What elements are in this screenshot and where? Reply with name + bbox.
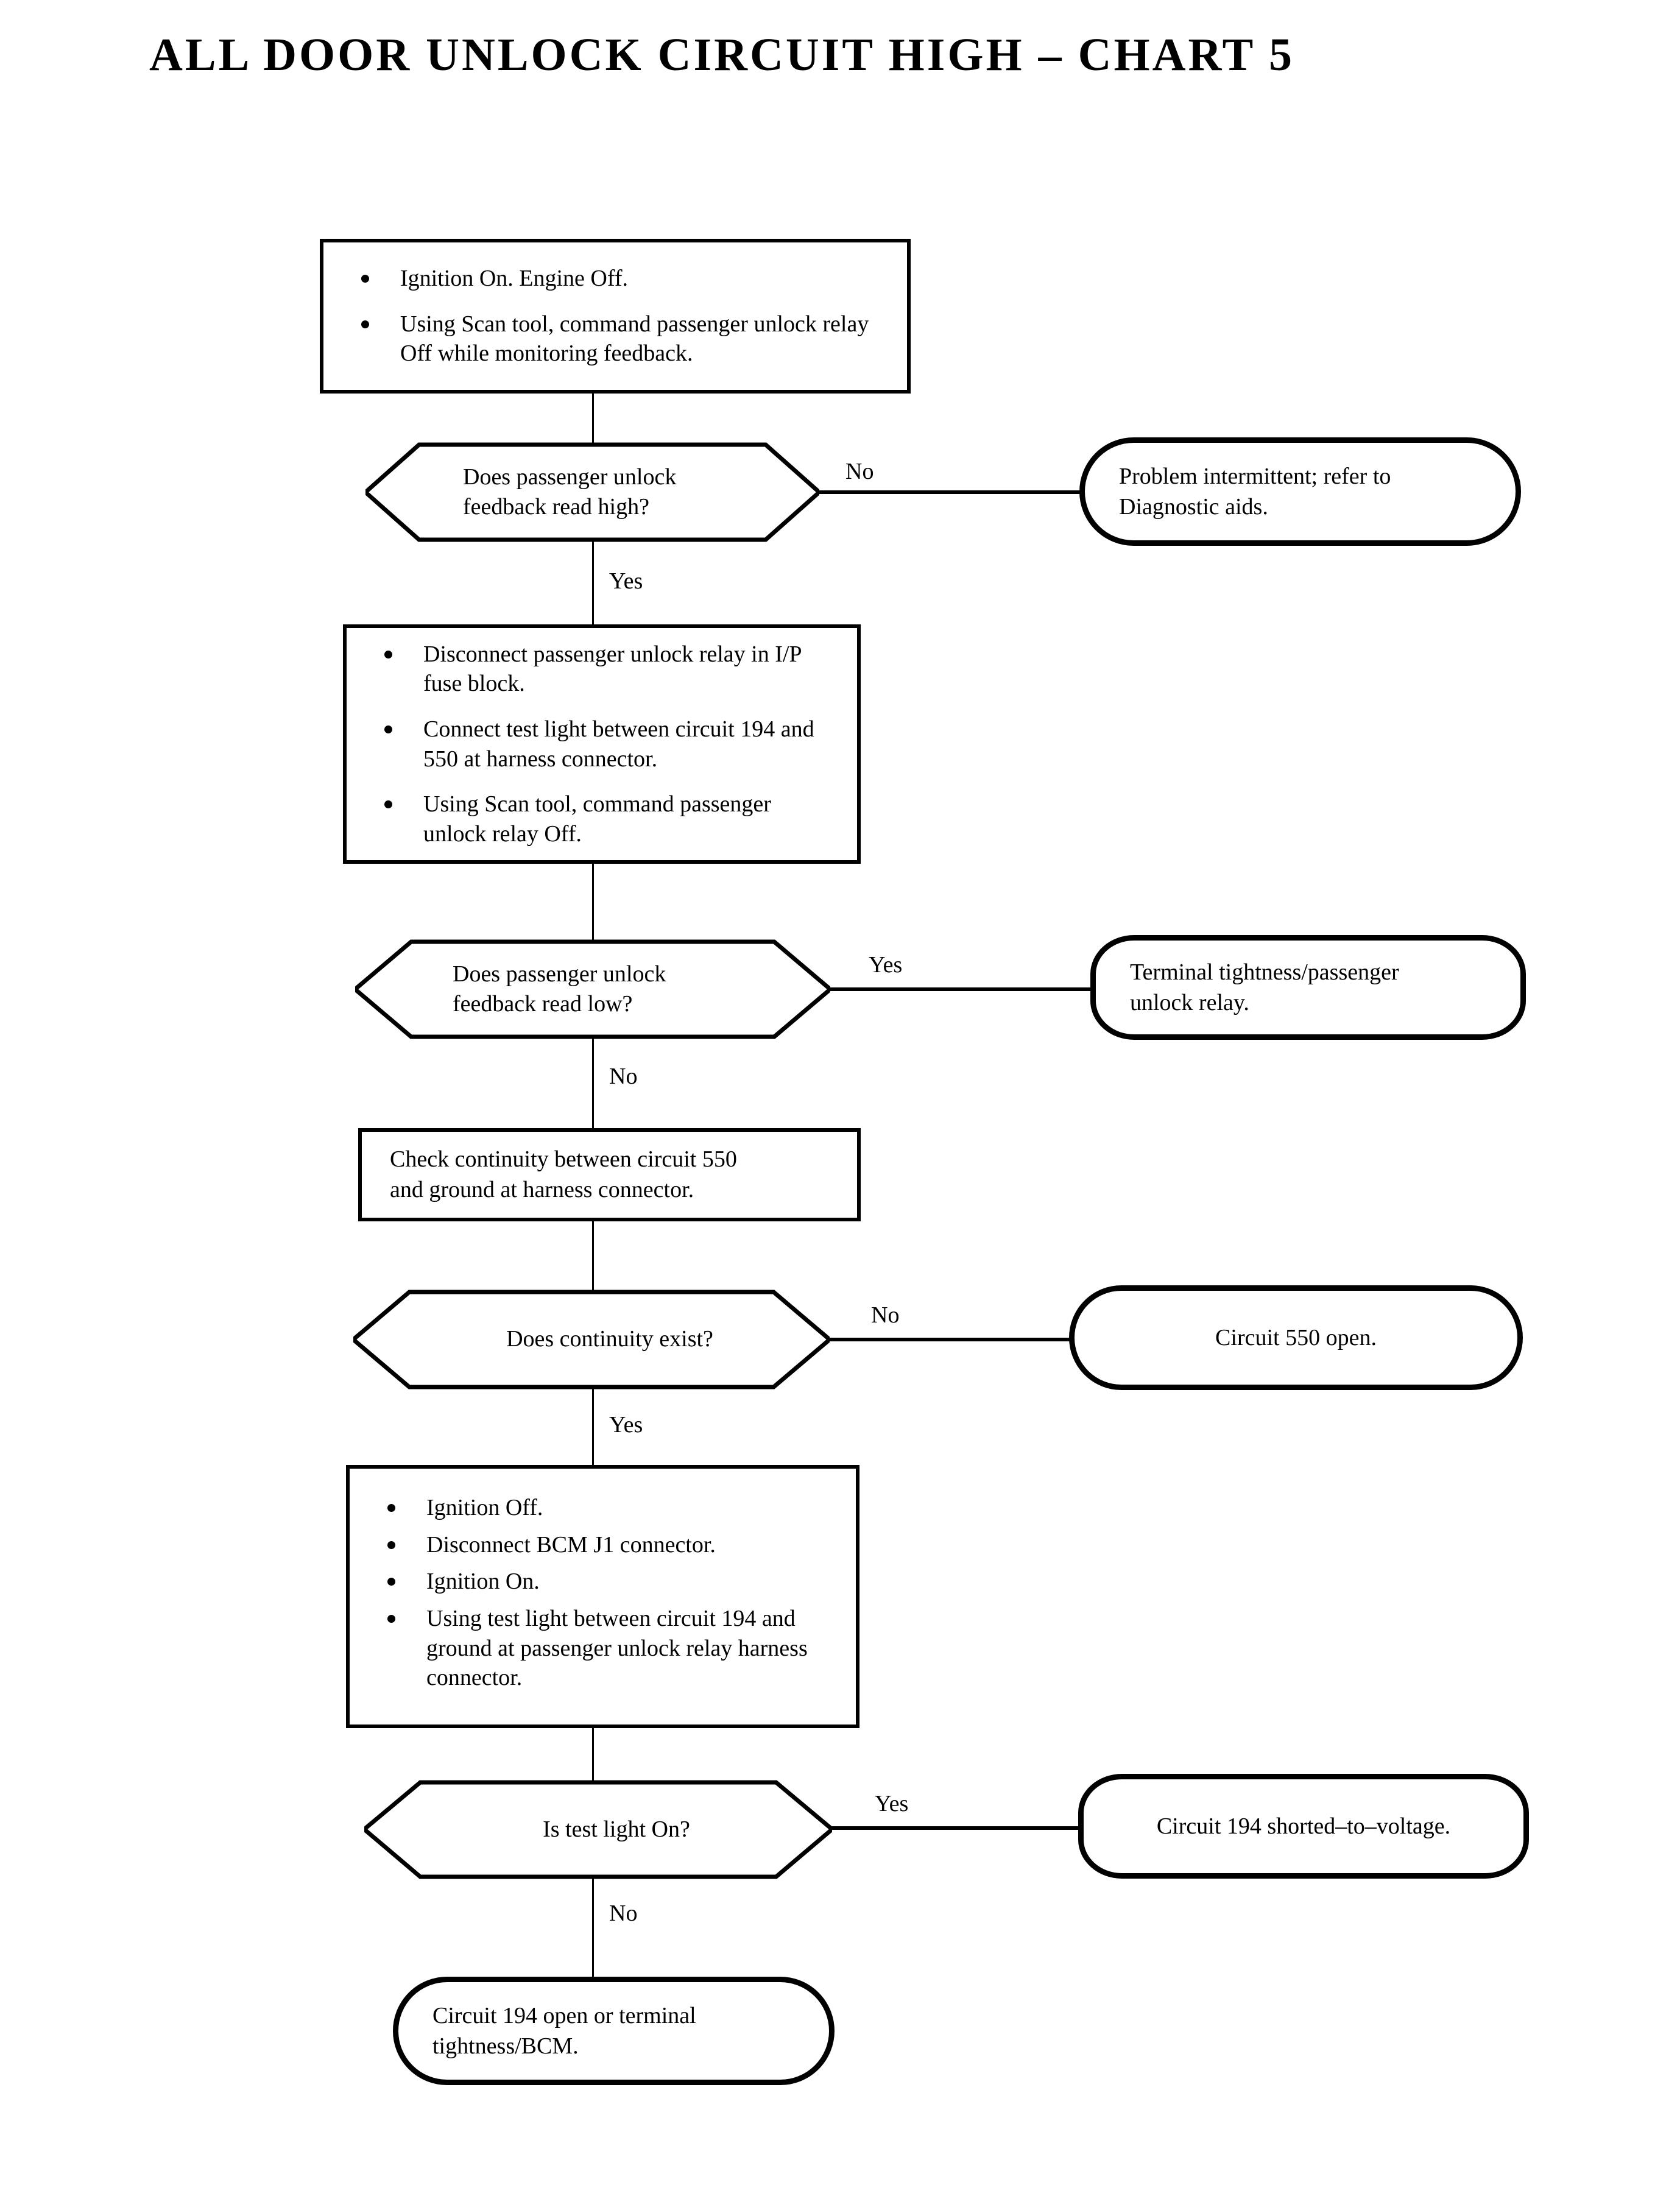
terminal2-line1: Terminal tightness/passenger: [1130, 959, 1399, 985]
edge-label-no-4: No: [609, 1901, 638, 1926]
edge-label-yes-3: Yes: [609, 1412, 643, 1438]
terminal2-line2: unlock relay.: [1130, 990, 1249, 1015]
terminal-terminal-tightness: Terminal tightness/passenger unlock rela…: [1090, 935, 1526, 1040]
connector-step4-to-decision4: [592, 1728, 594, 1802]
terminal-circuit-194-shorted: Circuit 194 shorted–to–voltage.: [1078, 1774, 1529, 1879]
terminal1-line1: Problem intermittent; refer to: [1119, 463, 1391, 489]
decision1-text: Does passenger unlock feedback read high…: [365, 442, 819, 542]
connector-decision1-no: [818, 490, 1080, 494]
terminal3-line1: Circuit 550 open.: [1215, 1324, 1377, 1350]
connector-decision2-no: [592, 1038, 594, 1129]
step4-bullet-list: Ignition Off. Disconnect BCM J1 connecto…: [350, 1493, 856, 1700]
step2-bullet-list: Disconnect passenger unlock relay in I/P…: [347, 640, 857, 849]
edge-label-yes-2: Yes: [869, 952, 903, 978]
list-item: Using Scan tool, command passenger unloc…: [376, 789, 833, 849]
decision4-line1: Is test light On?: [543, 1816, 690, 1842]
connector-step3-to-decision3: [592, 1221, 594, 1291]
connector-step1-to-decision1: [592, 394, 594, 443]
connector-step2-to-decision2: [592, 864, 594, 941]
list-item: Disconnect passenger unlock relay in I/P…: [376, 640, 833, 699]
list-item: Ignition On.: [379, 1567, 831, 1597]
connector-decision3-yes: [592, 1389, 594, 1477]
connector-decision4-yes: [831, 1826, 1079, 1830]
edge-label-yes-4: Yes: [875, 1791, 909, 1816]
hexagon-shape-icon: [365, 442, 819, 542]
list-item: Disconnect BCM J1 connector.: [379, 1530, 831, 1560]
list-item: Using Scan tool, command passenger unloc…: [353, 309, 883, 369]
terminal4-text: Circuit 194 shorted–to–voltage.: [1084, 1811, 1523, 1841]
terminal1-line2: Diagnostic aids.: [1119, 494, 1268, 520]
terminal3-text: Circuit 550 open.: [1075, 1322, 1517, 1353]
terminal-problem-intermittent: Problem intermittent; refer to Diagnosti…: [1079, 437, 1521, 546]
terminal5-line1: Circuit 194 open or terminal: [432, 2002, 696, 2028]
edge-label-no-2: No: [609, 1064, 638, 1089]
page-title: ALL DOOR UNLOCK CIRCUIT HIGH – CHART 5: [149, 29, 1294, 80]
decision1-line1: Does passenger unlock: [463, 464, 677, 490]
decision2-text: Does passenger unlock feedback read low?: [355, 939, 830, 1039]
list-item: Ignition Off.: [379, 1493, 831, 1523]
terminal5-text: Circuit 194 open or terminal tightness/B…: [398, 2000, 829, 2061]
step3-line1: Check continuity between circuit 550: [390, 1146, 737, 1173]
decision-hexagon-2: Does passenger unlock feedback read low?: [355, 939, 830, 1039]
list-item: Connect test light between circuit 194 a…: [376, 715, 833, 774]
step1-bullet-list: Ignition On. Engine Off. Using Scan tool…: [323, 264, 907, 369]
decision1-line2: feedback read high?: [463, 494, 649, 520]
list-item: Ignition On. Engine Off.: [353, 264, 883, 294]
process-box-step1: Ignition On. Engine Off. Using Scan tool…: [320, 239, 911, 394]
edge-label-no-1: No: [845, 459, 874, 484]
terminal5-line2: tightness/BCM.: [432, 2033, 579, 2059]
terminal2-text: Terminal tightness/passenger unlock rela…: [1096, 957, 1520, 1018]
list-item: Using test light between circuit 194 and…: [379, 1604, 831, 1693]
decision3-line1: Does continuity exist?: [506, 1326, 713, 1352]
terminal-circuit-550-open: Circuit 550 open.: [1069, 1285, 1523, 1390]
step3-text: Check continuity between circuit 550 and…: [362, 1145, 857, 1205]
step3-line2: and ground at harness connector.: [390, 1176, 694, 1202]
terminal4-line1: Circuit 194 shorted–to–voltage.: [1156, 1813, 1451, 1839]
connector-decision1-yes: [592, 541, 594, 627]
edge-label-no-3: No: [871, 1302, 900, 1328]
decision-hexagon-4: Is test light On?: [364, 1780, 832, 1879]
decision-hexagon-1: Does passenger unlock feedback read high…: [365, 442, 819, 542]
terminal-circuit-194-open: Circuit 194 open or terminal tightness/B…: [393, 1977, 835, 2085]
process-box-step4: Ignition Off. Disconnect BCM J1 connecto…: [346, 1465, 859, 1728]
hexagon-shape-icon: [353, 1290, 830, 1389]
connector-decision4-no: [592, 1878, 594, 1979]
connector-decision2-yes: [829, 987, 1092, 991]
decision4-text: Is test light On?: [364, 1780, 832, 1879]
hexagon-shape-icon: [364, 1780, 832, 1879]
decision2-line1: Does passenger unlock: [453, 961, 666, 987]
process-box-step3: Check continuity between circuit 550 and…: [358, 1128, 861, 1221]
edge-label-yes-1: Yes: [609, 568, 643, 594]
decision-hexagon-3: Does continuity exist?: [353, 1290, 830, 1389]
process-box-step2: Disconnect passenger unlock relay in I/P…: [343, 624, 861, 864]
decision3-text: Does continuity exist?: [353, 1290, 830, 1389]
connector-decision3-no: [828, 1338, 1079, 1341]
decision2-line2: feedback read low?: [453, 991, 633, 1017]
terminal1-text: Problem intermittent; refer to Diagnosti…: [1085, 461, 1516, 522]
hexagon-shape-icon: [355, 939, 830, 1039]
